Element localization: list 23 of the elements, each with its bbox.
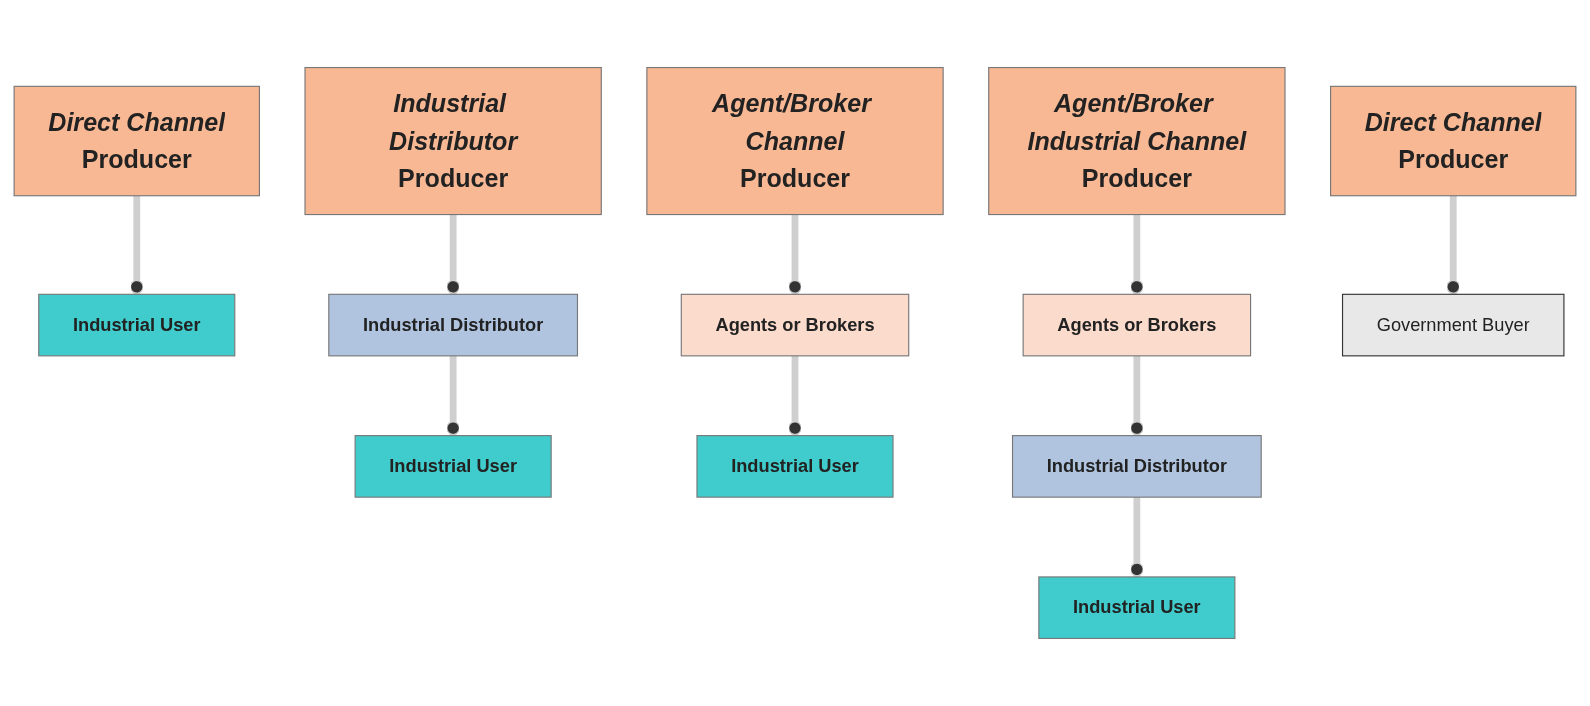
node-box: Industrial Distributor Producer (304, 67, 602, 216)
connector (446, 214, 461, 295)
node-box: Industrial Distributor (328, 293, 579, 357)
connector (788, 355, 802, 436)
node-box: Direct Channel Producer (1330, 85, 1577, 197)
node-box: Agents or Brokers (680, 293, 910, 357)
connector (1129, 497, 1144, 577)
connector (446, 355, 461, 436)
node-box: Industrial User (696, 435, 894, 498)
connector (788, 214, 802, 295)
node-box: Direct Channel Producer (13, 85, 260, 197)
node-box: Agents or Brokers (1022, 293, 1252, 357)
node-box: Agent/Broker Channel Producer (646, 67, 944, 216)
node-box: Industrial User (354, 435, 552, 498)
node-box: Agent/Broker Industrial Channel Producer (988, 67, 1286, 216)
connector (1129, 355, 1144, 436)
node-box: Industrial User (1038, 576, 1236, 640)
connector (129, 195, 144, 295)
node-box: Government Buyer (1341, 293, 1565, 357)
node-box: Industrial Distributor (1011, 435, 1262, 498)
node-box: Industrial User (38, 293, 236, 357)
connector (1129, 214, 1144, 295)
connector (1446, 195, 1461, 295)
